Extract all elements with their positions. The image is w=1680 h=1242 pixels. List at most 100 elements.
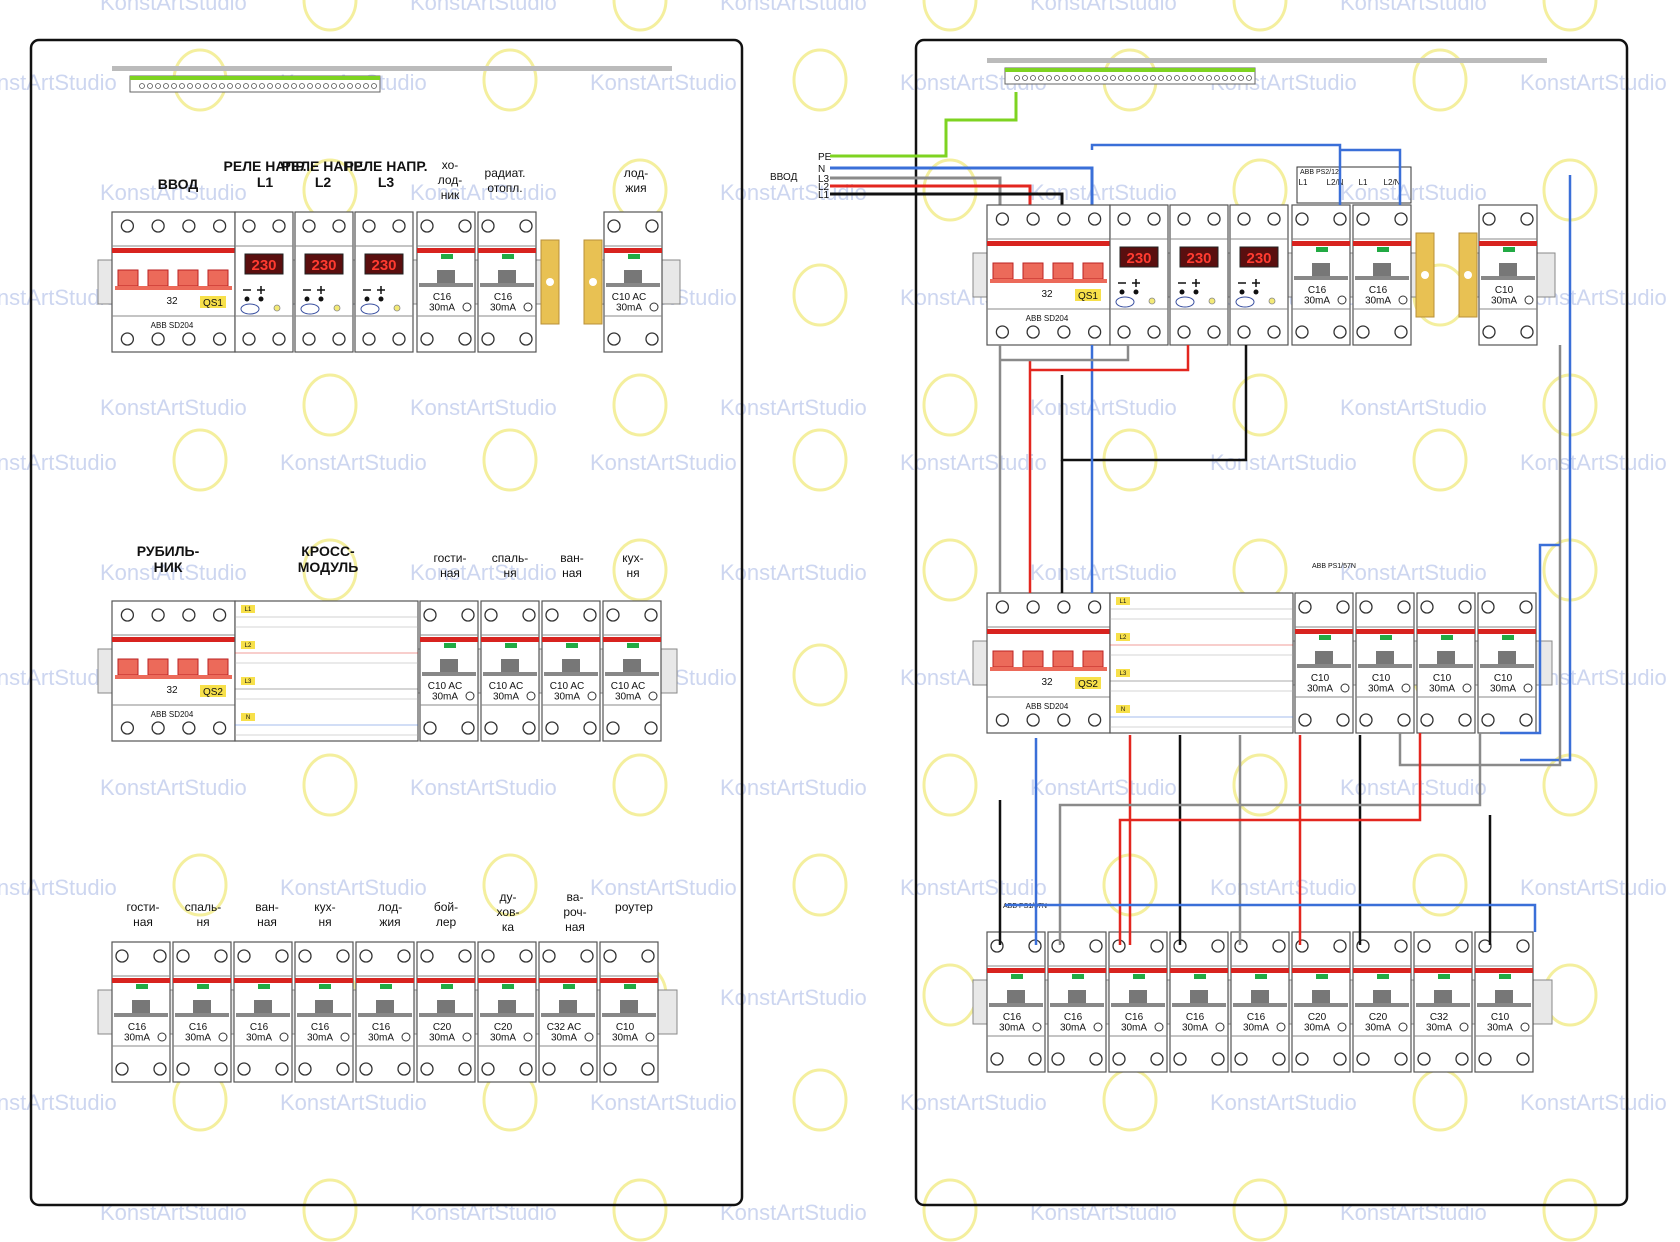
watermark-text: KonstArtStudio bbox=[720, 985, 867, 1010]
left-main-switch-qs2-bottom-screw bbox=[120, 721, 135, 735]
input-label: ВВОД bbox=[770, 172, 798, 183]
input-wire bbox=[830, 192, 1064, 205]
rcd-screw bbox=[214, 949, 228, 963]
switch-tag: QS1 bbox=[203, 298, 223, 309]
relay-button bbox=[364, 296, 370, 302]
relay-button bbox=[258, 296, 264, 302]
rcd-screw bbox=[641, 1062, 655, 1076]
bus1-term: L2/N bbox=[1384, 178, 1401, 187]
right-main-switch-qs2-top-screw bbox=[1087, 600, 1102, 614]
terminal-hole bbox=[267, 83, 273, 89]
watermark-logo bbox=[1412, 853, 1468, 917]
watermark-logo bbox=[1542, 0, 1598, 32]
rcd-lever-bar bbox=[175, 1013, 229, 1017]
left-main-switch-qs1-top-screw bbox=[120, 219, 135, 233]
rcd-indicator bbox=[502, 984, 514, 989]
watermark-logo bbox=[612, 753, 668, 817]
rcd-red-band bbox=[987, 968, 1045, 973]
watermark-text: KonstArtStudio bbox=[720, 775, 867, 800]
watermark-text: KonstArtStudio bbox=[410, 180, 557, 205]
rcd-indicator bbox=[1319, 635, 1331, 640]
rcd-lever-bar bbox=[419, 283, 473, 287]
watermark-text: KonstArtStudio bbox=[100, 560, 247, 585]
rcd-indicator bbox=[197, 984, 209, 989]
rcd-screw bbox=[641, 949, 655, 963]
relay-logo-icon bbox=[240, 303, 260, 315]
terminal-hole bbox=[299, 83, 305, 89]
watermark-text: KonstArtStudio bbox=[280, 1090, 427, 1115]
rcd-indicator bbox=[258, 984, 270, 989]
switch-lever bbox=[207, 269, 229, 287]
rcd-screw bbox=[1333, 939, 1347, 953]
rcd-indicator bbox=[1380, 635, 1392, 640]
watermark-logo bbox=[792, 853, 848, 917]
rcd-screw bbox=[1520, 325, 1534, 339]
terminal-hole bbox=[323, 83, 329, 89]
left-top-rail bbox=[112, 66, 672, 71]
cross-tag-bg bbox=[1116, 669, 1130, 677]
rcd-lever bbox=[1434, 990, 1452, 1003]
relay-button bbox=[1239, 289, 1245, 295]
relay-logo-icon bbox=[1115, 296, 1135, 308]
relay-screw bbox=[302, 219, 316, 233]
watermark-text: KonstArtStudio bbox=[1340, 395, 1487, 420]
rcd-screw bbox=[397, 1062, 411, 1076]
switch-tag-bg bbox=[1075, 289, 1101, 301]
rcd-lever bbox=[1437, 651, 1455, 664]
rcd-test-button bbox=[1276, 1022, 1286, 1032]
switch-lever-bar bbox=[990, 667, 1107, 671]
rcd-screw bbox=[484, 608, 498, 622]
rcd-screw bbox=[1295, 939, 1309, 953]
rcd-screw bbox=[298, 1062, 312, 1076]
rcd-lever bbox=[1499, 263, 1517, 276]
rcd-screw bbox=[1359, 713, 1373, 727]
rcd-red-band bbox=[1353, 968, 1411, 973]
terminal-hole bbox=[1190, 75, 1196, 81]
terminal-hole bbox=[1166, 75, 1172, 81]
rcd-screw bbox=[423, 608, 437, 622]
watermark-text: KonstArtStudio bbox=[1210, 1090, 1357, 1115]
terminal-hole bbox=[1070, 75, 1076, 81]
rcd-lever-bar bbox=[989, 1003, 1043, 1007]
watermark-text: KonstArtStudio bbox=[720, 1200, 867, 1225]
rcd-indicator bbox=[1503, 247, 1515, 252]
switch-lever-bar bbox=[115, 675, 232, 679]
rcd-lever-bar bbox=[483, 672, 537, 676]
relay-logo-icon bbox=[1175, 296, 1195, 308]
watermark-text: KonstArtStudio bbox=[1520, 1090, 1667, 1115]
terminal-hole bbox=[179, 83, 185, 89]
rcd-screw bbox=[519, 219, 533, 233]
relay-screw bbox=[1267, 325, 1281, 339]
rcd-screw bbox=[237, 949, 251, 963]
watermark-text: KonstArtStudio bbox=[1340, 0, 1487, 15]
watermark-text: KonstArtStudio bbox=[720, 0, 867, 15]
relay-display-value: 230 bbox=[1126, 250, 1151, 267]
rcd-lever-bar bbox=[1358, 664, 1412, 668]
rcd-screw bbox=[1519, 600, 1533, 614]
relay-button bbox=[244, 296, 250, 302]
left-row1-label-5: радиат.отопл. bbox=[484, 166, 526, 195]
relay-display bbox=[304, 253, 344, 275]
rcd-lever bbox=[562, 659, 580, 672]
rcd-lever-bar bbox=[1294, 276, 1348, 280]
switch-model: ABB SD204 bbox=[1026, 314, 1069, 323]
watermark-text: KonstArtStudio bbox=[100, 775, 247, 800]
clamp-bolt bbox=[1464, 271, 1472, 279]
rcd-lever bbox=[132, 1000, 150, 1013]
terminal-hole bbox=[1062, 75, 1068, 81]
left-main-switch-qs2-bottom-screw bbox=[182, 721, 196, 735]
rcd-red-band bbox=[417, 978, 475, 983]
rcd-lever bbox=[1190, 990, 1208, 1003]
switch-lever bbox=[117, 658, 139, 676]
terminal-hole bbox=[1014, 75, 1020, 81]
watermark-logo bbox=[1232, 753, 1288, 817]
terminal-hole bbox=[1158, 75, 1164, 81]
watermark-logo bbox=[792, 428, 848, 492]
left-row3-label-2: ван-ная bbox=[255, 900, 279, 929]
